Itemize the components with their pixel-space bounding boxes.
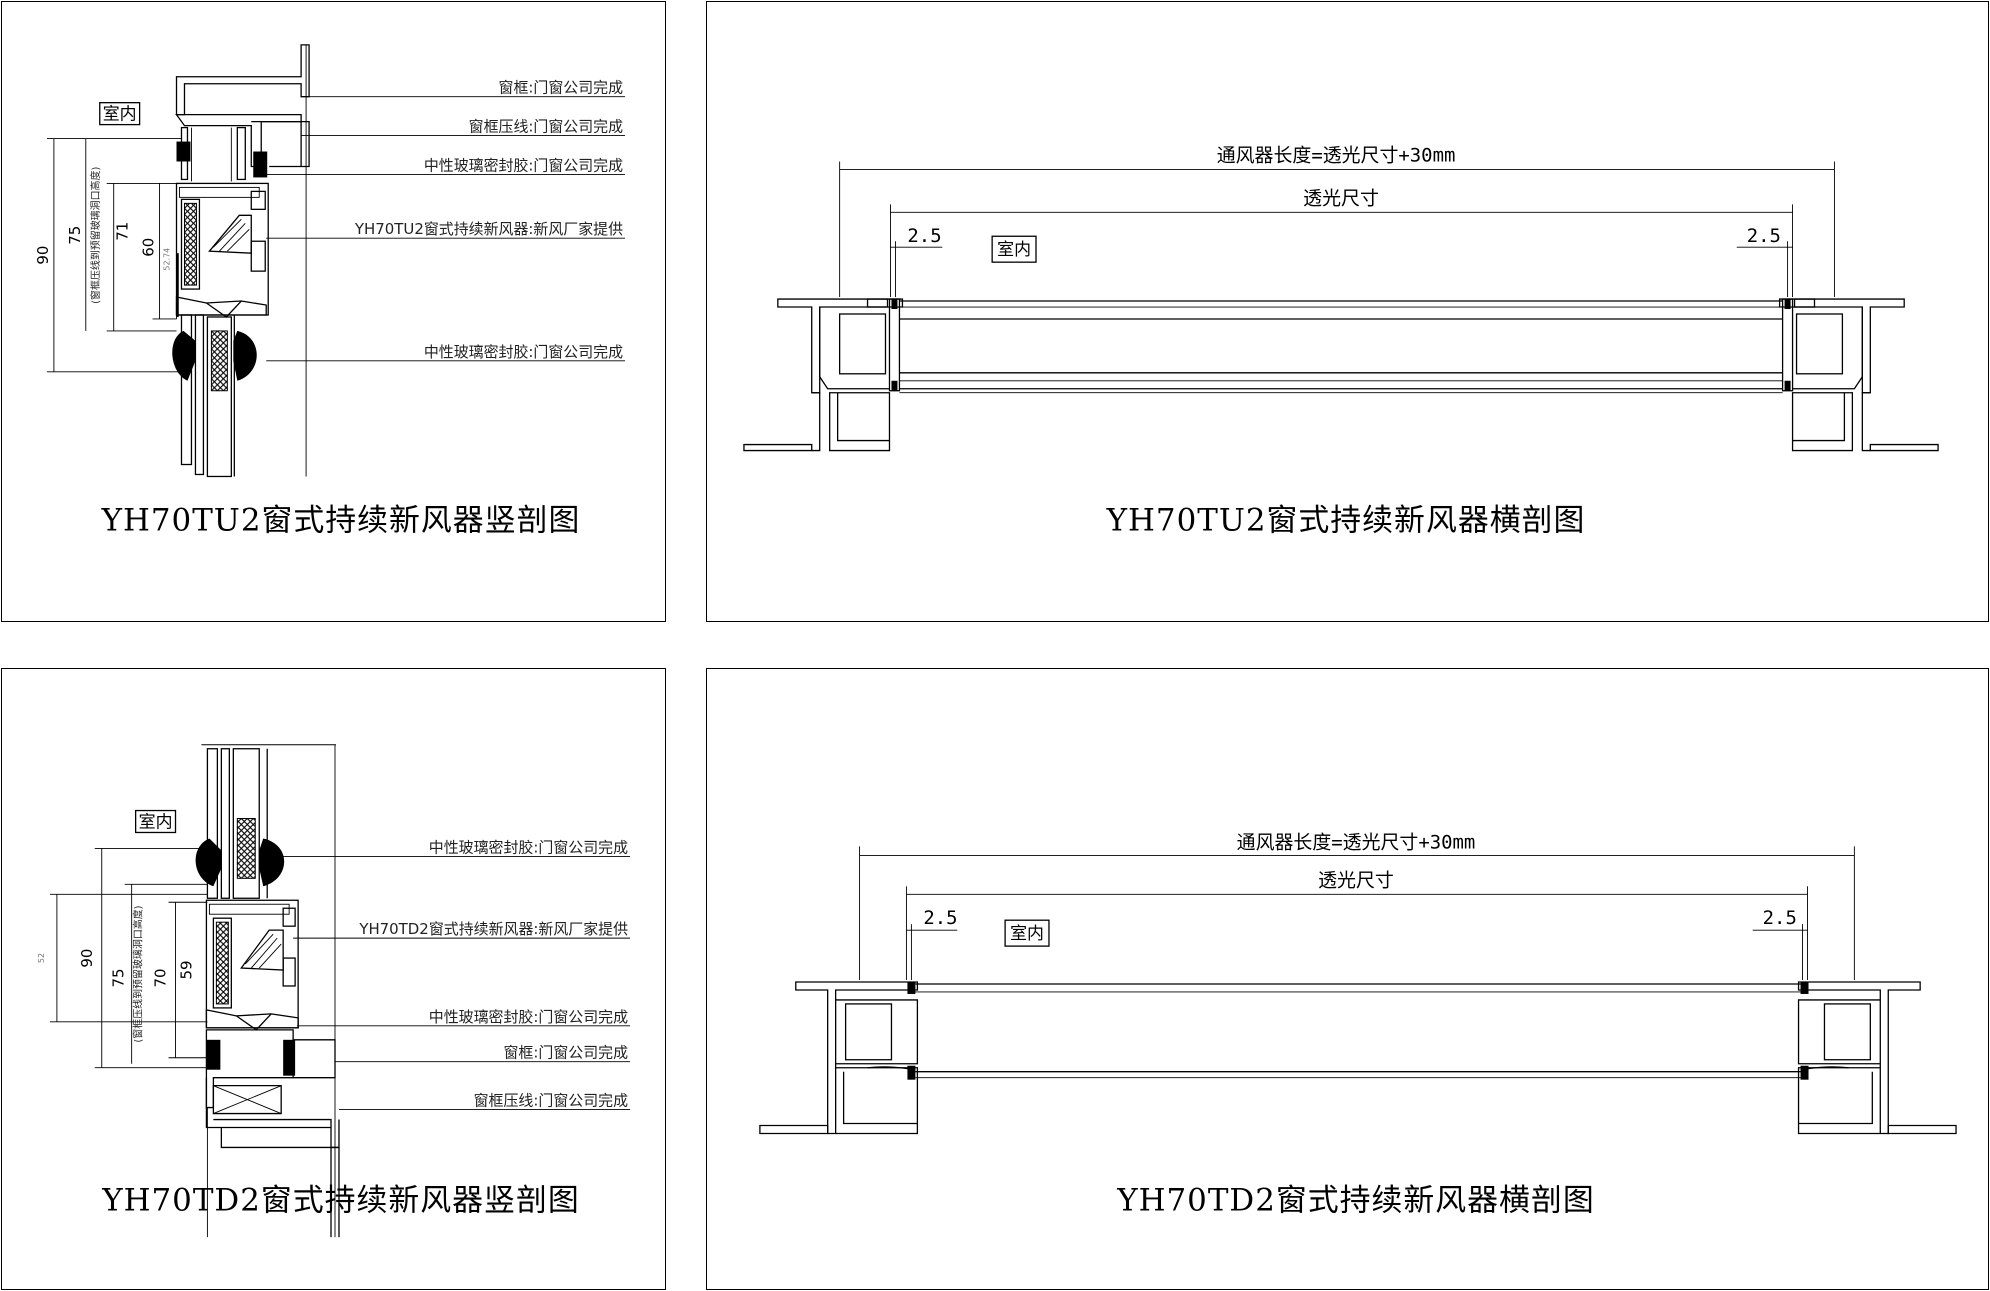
left-frame-profile (743, 298, 904, 452)
dim-note: (窗框压线到预留玻璃洞口高度) (132, 905, 145, 1042)
callout-2: 窗框压线:门窗公司完成 (469, 118, 623, 136)
callout-4: 窗框:门窗公司完成 (504, 1044, 629, 1062)
insulated-glass-unit (195, 744, 336, 899)
indoor-tag-box (134, 809, 177, 834)
tu2-horizontal-section-drawing: 通风器长度=透光尺寸+30mm 透光尺寸 2.5 2.5 室内 (743, 144, 1939, 538)
ventilator-panes (899, 300, 1783, 394)
ventilator-panes (915, 983, 1801, 1079)
dim-75: 75 (66, 226, 84, 245)
dim-small: 52 (37, 953, 46, 963)
tu2-horizontal-section-panel: 通风器长度=透光尺寸+30mm 透光尺寸 2.5 2.5 室内 (706, 1, 1989, 622)
indoor-tag-box (1004, 919, 1050, 947)
td2-vertical-section-panel: 室内 (1, 668, 666, 1290)
caption: YH70TU2窗式持续新风器竖剖图 (101, 502, 581, 538)
vertical-dimensions: 90 75 71 60 52.74 (窗框压线到预留玻璃洞口高度) (34, 138, 182, 373)
gap-dimensions: 2.5 2.5 (906, 907, 1808, 980)
gap-left: 2.5 (907, 225, 941, 247)
gap-left: 2.5 (923, 907, 957, 929)
td2-horizontal-section-drawing: 通风器长度=透光尺寸+30mm 透光尺寸 2.5 2.5 室内 (759, 831, 1957, 1218)
dim-70: 70 (152, 968, 170, 987)
gap-right: 2.5 (1747, 225, 1781, 247)
caption: YH70TU2窗式持续新风器横剖图 (1106, 502, 1586, 538)
callout-3: 中性玻璃密封胶:门窗公司完成 (429, 1008, 628, 1026)
callout-3: 中性玻璃密封胶:门窗公司完成 (424, 156, 623, 174)
indoor-tag-box (99, 102, 141, 126)
dim-small: 52.74 (163, 248, 172, 271)
dim-90: 90 (78, 949, 96, 968)
tu2-ventilator-body (175, 182, 269, 318)
tu2-vertical-section-drawing: 室内 (34, 44, 626, 538)
dim-71: 71 (114, 222, 132, 241)
insulated-glass-unit (172, 44, 307, 478)
window-frame-profile (175, 44, 310, 182)
light-size-label: 透光尺寸 (1303, 187, 1379, 209)
length-label: 通风器长度=透光尺寸+30mm (1217, 144, 1456, 166)
length-label: 通风器长度=透光尺寸+30mm (1237, 831, 1476, 853)
vertical-dimensions: 52 90 75 70 59 (窗框压线到预留玻璃洞口高度) (37, 847, 208, 1069)
callouts: 中性玻璃密封胶:门窗公司完成 YH70TD2窗式持续新风器:新风厂家提供 中性玻… (263, 838, 631, 1111)
td2-vertical-section-drawing: 室内 (37, 744, 631, 1238)
light-size-label: 透光尺寸 (1318, 869, 1394, 891)
tu2-vertical-section-panel: 室内 (1, 1, 666, 622)
callout-5: 窗框压线:门窗公司完成 (474, 1092, 628, 1110)
dim-59: 59 (177, 961, 195, 980)
gap-dimensions: 2.5 2.5 (890, 225, 1793, 298)
dim-note: (窗框压线到预留玻璃洞口高度) (89, 167, 102, 304)
callout-1: 窗框:门窗公司完成 (499, 79, 624, 97)
caption: YH70TD2窗式持续新风器横剖图 (1116, 1182, 1595, 1218)
dim-60: 60 (140, 238, 158, 257)
indoor-tag: 室内 (103, 104, 137, 124)
dim-75: 75 (110, 968, 128, 987)
indoor-tag-box (991, 235, 1037, 263)
indoor-tag: 室内 (1010, 923, 1044, 943)
callout-5: 中性玻璃密封胶:门窗公司完成 (424, 343, 623, 361)
callout-2: YH70TD2窗式持续新风器:新风厂家提供 (358, 920, 628, 938)
gap-right: 2.5 (1763, 907, 1797, 929)
right-frame-profile (1797, 981, 1957, 1135)
caption: YH70TD2窗式持续新风器竖剖图 (101, 1182, 580, 1218)
td2-ventilator-body (205, 899, 299, 1031)
td2-horizontal-section-panel: 通风器长度=透光尺寸+30mm 透光尺寸 2.5 2.5 室内 (706, 668, 1989, 1290)
right-frame-profile (1778, 298, 1939, 452)
dim-90: 90 (34, 246, 52, 265)
left-frame-profile (759, 981, 919, 1135)
length-dimension: 通风器长度=透光尺寸+30mm 透光尺寸 (859, 831, 1855, 980)
length-dimension: 通风器长度=透光尺寸+30mm 透光尺寸 (839, 144, 1835, 298)
callout-1: 中性玻璃密封胶:门窗公司完成 (429, 838, 628, 856)
indoor-tag: 室内 (139, 811, 173, 831)
window-frame-profile (205, 744, 340, 1238)
indoor-tag: 室内 (997, 239, 1031, 259)
callouts: 窗框:门窗公司完成 窗框压线:门窗公司完成 中性玻璃密封胶:门窗公司完成 YH7… (263, 79, 626, 362)
callout-4: YH70TU2窗式持续新风器:新风厂家提供 (354, 220, 623, 238)
